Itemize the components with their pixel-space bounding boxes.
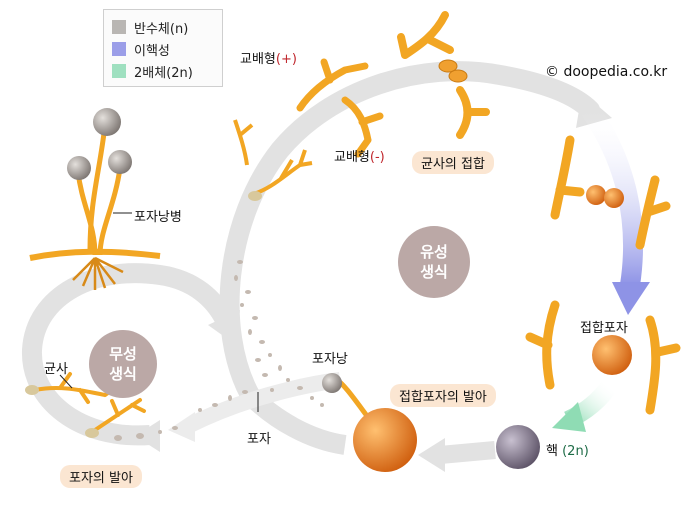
- mating-type-plus-label: 교배형(+): [240, 52, 297, 67]
- legend-item-diploid: 2배체(2n): [112, 62, 193, 81]
- sporangiophore-plant: [29, 108, 161, 290]
- hyphae-fusion-label: 균사의 접합: [412, 151, 494, 174]
- sporangiophore-label: 포자낭병: [134, 210, 182, 225]
- diploid-nucleus: [496, 425, 540, 469]
- germinating-zygospore: [322, 373, 417, 472]
- spore-germination-label: 포자의 발아: [60, 465, 142, 488]
- scattered-spores: [158, 260, 324, 434]
- asexual-reproduction-label: 무성 생식: [109, 345, 137, 383]
- legend-item-haploid: 반수체(n): [112, 18, 188, 37]
- sporangium-top: [93, 108, 121, 136]
- minus-sign: (-): [369, 150, 385, 165]
- sexual-reproduction-disc: 유성 생식: [398, 226, 470, 298]
- plus-sign: (+): [275, 52, 297, 67]
- asexual-reproduction-disc: 무성 생식: [89, 330, 157, 398]
- zygospore-label: 접합포자: [580, 321, 628, 336]
- sporangium-right: [108, 150, 132, 174]
- spore-label: 포자: [247, 432, 271, 447]
- legend-swatch: [112, 64, 126, 78]
- hypha-label: 균사: [44, 362, 68, 377]
- zygospore-structure: [525, 300, 681, 415]
- mating-type-minus-label: 교배형(-): [334, 150, 385, 165]
- sexual-reproduction-label: 유성 생식: [420, 243, 448, 281]
- fusing-hyphae: [550, 135, 671, 250]
- germinating-hypha-upper: [233, 119, 313, 201]
- sporangium-small: [322, 373, 342, 393]
- legend-swatch: [112, 20, 126, 34]
- sporangium-left: [67, 156, 91, 180]
- legend-swatch: [112, 42, 126, 56]
- copyright: © doopedia.co.kr: [545, 64, 668, 80]
- zygospore-germination-label: 접합포자의 발아: [390, 384, 496, 407]
- nucleus-label: 핵 (2n): [546, 444, 589, 459]
- legend-item-dikaryotic: 이핵성: [112, 40, 170, 59]
- legend: 반수체(n) 이핵성 2배체(2n): [103, 9, 223, 87]
- ploidy-text: (2n): [562, 444, 589, 459]
- asexual-cycle-arrow: [22, 263, 240, 452]
- zygospore: [592, 335, 632, 375]
- mating-hyphae: [296, 11, 490, 158]
- sporangium-label: 포자낭: [312, 352, 348, 367]
- germinating-zygospore-body: [353, 408, 417, 472]
